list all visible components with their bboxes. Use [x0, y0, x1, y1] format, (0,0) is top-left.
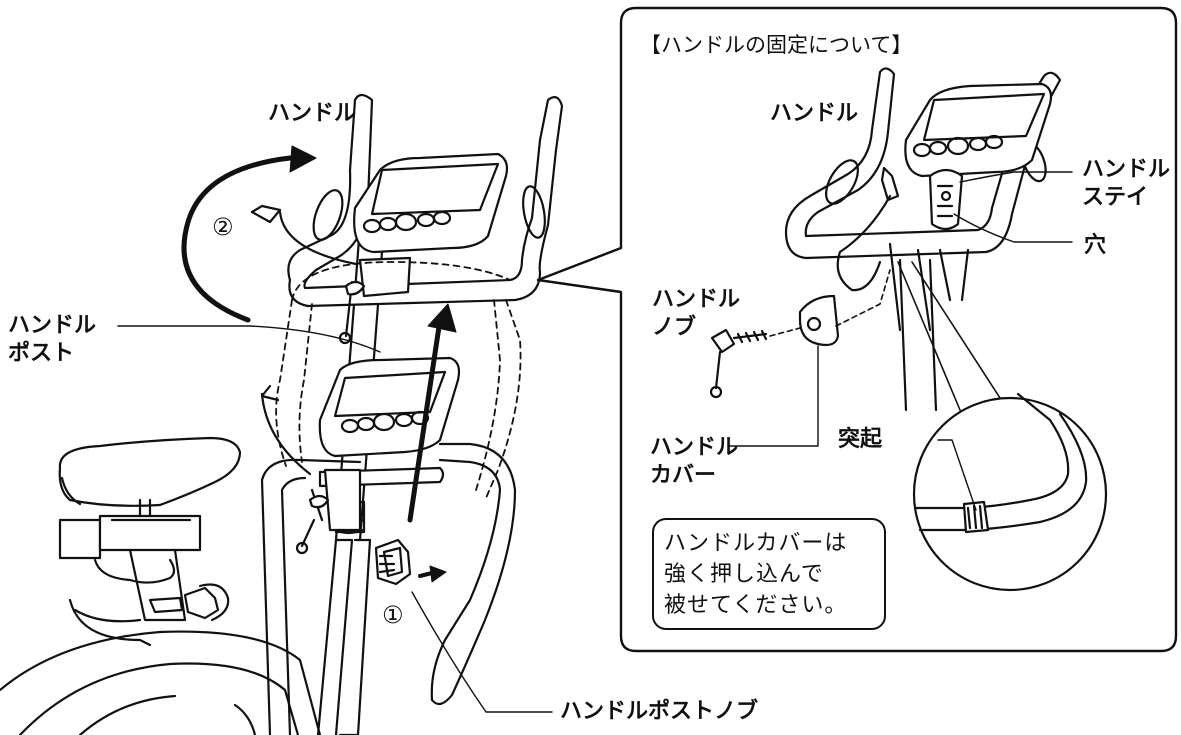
- detail-cable: [836, 166, 900, 292]
- pull-arrow: [418, 565, 447, 583]
- step-2-marker: ②: [212, 213, 234, 241]
- step-1-marker: ①: [382, 601, 404, 629]
- zoom-circle: [912, 392, 1108, 592]
- cover-note-box: ハンドルカバーは 強く押し込んで 被せてください。: [652, 518, 886, 630]
- protrusion-label: 突起: [838, 427, 883, 452]
- detail-post: [888, 242, 970, 412]
- frame: [260, 442, 517, 735]
- detail-knob: [709, 328, 768, 399]
- handle-post-knob-label: ハンドルポストノブ: [560, 699, 759, 724]
- detail-console: [904, 82, 1053, 178]
- rotate-arrow: [181, 145, 317, 323]
- detail-leaders: [727, 171, 1073, 511]
- upper-handle: [287, 93, 564, 308]
- seat: [58, 436, 242, 647]
- ghost-outline: [275, 261, 522, 499]
- wheel-cover: [0, 630, 322, 735]
- handle-post-knob-drawing: [374, 538, 412, 586]
- note-line-2: 強く押し込んで: [664, 562, 824, 587]
- note-line-1: ハンドルカバーは: [664, 531, 848, 556]
- handle-cover-label: ハンドル カバー: [650, 435, 739, 488]
- upper-console: [250, 152, 509, 345]
- handle-stay-label: ハンドル ステイ: [1082, 157, 1171, 210]
- detail-title: 【ハンドルの固定について】: [640, 33, 913, 57]
- handle-post-label: ハンドル ポスト: [8, 313, 97, 366]
- detail-handle-label: ハンドル: [770, 101, 859, 126]
- note-line-3: 被せてください。: [664, 593, 848, 618]
- hole-label: 穴: [1084, 233, 1107, 258]
- handle-knob-label: ハンドル ノブ: [652, 287, 741, 340]
- handle-label: ハンドル: [268, 101, 357, 126]
- lift-arrow: [407, 303, 457, 523]
- detail-cover: [798, 294, 840, 347]
- detail-stay: [928, 168, 964, 231]
